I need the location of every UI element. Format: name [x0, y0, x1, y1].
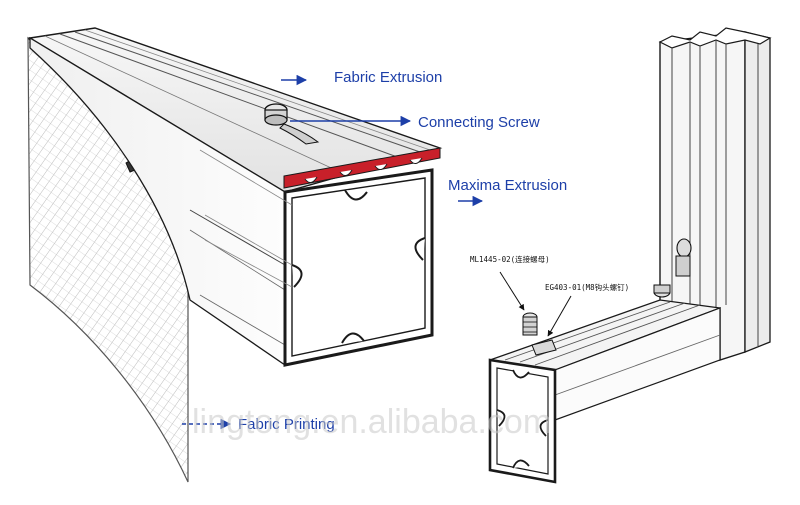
maxima-cross-section	[283, 168, 434, 367]
label-connecting-screw: Connecting Screw	[418, 114, 540, 131]
label-maxima-extrusion: Maxima Extrusion	[448, 177, 567, 194]
nut-leader-arrow	[499, 271, 525, 311]
red-gasket	[283, 147, 441, 189]
right-assembly: ML1445-02(连接螺母) EG403-01(M8钩头螺钉)	[470, 27, 772, 484]
exploded-nut	[522, 312, 557, 356]
rail-cross-section	[488, 358, 557, 484]
label-part-bolt: EG403-01(M8钩头螺钉)	[545, 282, 629, 292]
watermark-text: lingtong.en.alibaba.com	[192, 403, 551, 441]
extrusion-side-face	[29, 36, 286, 367]
connecting-screw	[264, 103, 320, 145]
bolt-leader-arrow	[547, 295, 572, 337]
label-fabric-extrusion: Fabric Extrusion	[334, 69, 442, 86]
label-part-nut: ML1445-02(连接螺母)	[470, 254, 550, 264]
label-fabric-printing: Fabric Printing	[238, 416, 335, 433]
left-assembly: Fabric Extrusion Connecting Screw Maxima…	[27, 27, 567, 483]
corner-hook-bolt	[653, 238, 692, 298]
